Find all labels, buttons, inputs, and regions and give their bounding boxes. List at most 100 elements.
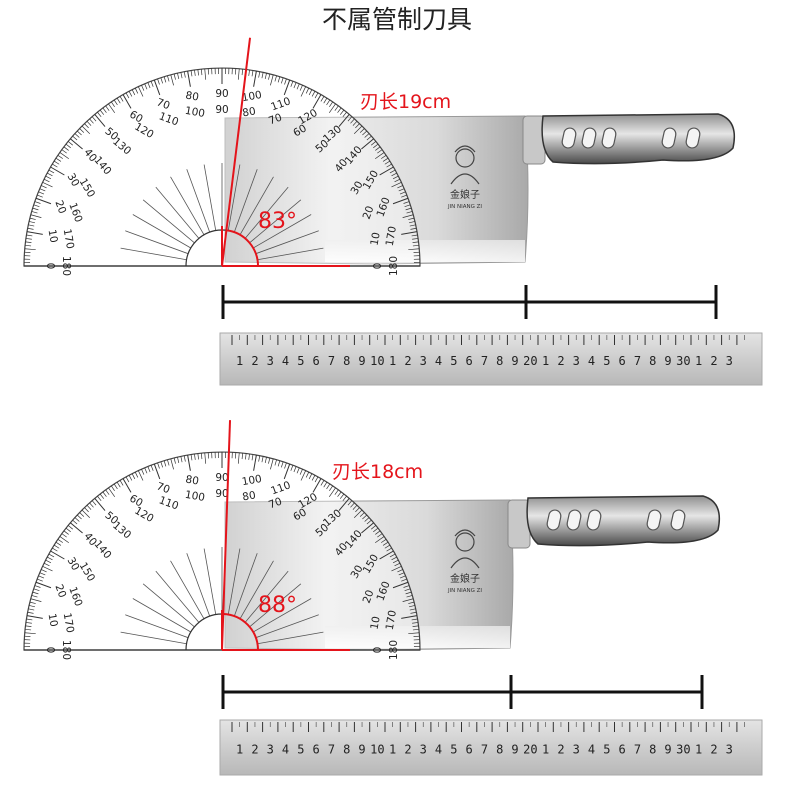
protractor-tick (84, 507, 89, 513)
protractor-tick (42, 566, 53, 572)
protractor-tick (355, 123, 360, 129)
ruler-digit: 3 (573, 743, 580, 757)
protractor-tick (79, 512, 85, 517)
protractor-inner-label: 170 (61, 612, 76, 634)
protractor-tick (264, 72, 267, 79)
protractor-tick (412, 625, 419, 627)
protractor-outer-label: 90 (215, 88, 228, 100)
protractor-tick (28, 221, 35, 224)
protractor-tick (409, 608, 416, 611)
protractor-tick (283, 79, 291, 96)
ruler-digit: 7 (328, 354, 335, 368)
protractor-ray (142, 199, 195, 244)
length-bracket (221, 285, 718, 319)
protractor-tick (377, 149, 383, 154)
protractor-ray (203, 548, 217, 615)
protractor-tick (119, 96, 124, 102)
protractor-tick (237, 68, 240, 80)
protractor-ray (252, 598, 312, 633)
ruler-digit: 3 (267, 354, 274, 368)
protractor-tick (342, 111, 347, 118)
protractor-tick (89, 502, 94, 508)
angle-arc (226, 229, 259, 267)
ruler-digit: 6 (466, 743, 473, 757)
protractor-tick (27, 611, 34, 614)
protractor-tick (412, 622, 419, 624)
protractor-tick (405, 591, 412, 595)
protractor-tick (370, 141, 377, 146)
protractor-tick (391, 182, 402, 188)
protractor-tick (350, 118, 355, 124)
protractor-tick (91, 116, 97, 122)
protractor-tick (261, 456, 264, 463)
ruler-digit: 5 (603, 743, 610, 757)
protractor-tick (53, 544, 60, 549)
protractor-outer-label: 10 (46, 229, 60, 244)
ruler-digit: 4 (588, 354, 595, 368)
protractor-tick (31, 595, 38, 598)
protractor-tick (26, 231, 43, 235)
ruler-digit: 8 (343, 354, 350, 368)
protractor-tick (392, 175, 399, 180)
protractor-tick (386, 547, 392, 552)
protractor-tick (389, 169, 396, 174)
ruler-digit: 9 (358, 354, 365, 368)
protractor-tick (57, 154, 64, 159)
protractor-tick (299, 84, 303, 91)
protractor-tick (204, 68, 207, 80)
protractor-tick (25, 628, 32, 631)
protractor-tick (323, 97, 328, 104)
protractor-tick (296, 467, 300, 474)
protractor-tick (299, 468, 303, 475)
protractor-tick (398, 572, 405, 576)
protractor-tick (404, 588, 411, 592)
ruler-digit: 10 (370, 354, 384, 368)
protractor-tick (268, 73, 271, 80)
protractor-tick (409, 605, 416, 608)
protractor-tick (405, 207, 412, 211)
protractor-inner-label: 180 (60, 256, 72, 276)
ruler-digit: 2 (710, 354, 717, 368)
handle-grip-hole (561, 127, 577, 149)
protractor-tick (113, 99, 118, 106)
protractor-tick (34, 201, 41, 204)
protractor-tick (48, 553, 55, 558)
protractor-tick (138, 470, 144, 481)
protractor-tick (43, 562, 50, 567)
protractor-outer-label: 170 (384, 225, 399, 247)
protractor-tick (311, 475, 316, 481)
protractor-tick (337, 107, 342, 113)
protractor-outer-label: 80 (185, 90, 200, 104)
brand-pinyin: JIN NIANG ZI (447, 588, 482, 594)
protractor-tick (408, 601, 415, 604)
protractor-tick (293, 466, 297, 473)
protractor-tick (180, 72, 183, 79)
protractor-tick (25, 622, 32, 624)
protractor-tick (264, 456, 267, 463)
protractor-tick (308, 89, 313, 96)
ruler-digit: 6 (313, 354, 320, 368)
protractor-tick (394, 178, 401, 183)
protractor-tick (280, 461, 284, 468)
ruler-digit: 5 (297, 354, 304, 368)
protractor-tick (411, 618, 418, 621)
protractor-ray (203, 164, 217, 231)
ruler-digit: 2 (404, 354, 411, 368)
protractor-tick (361, 522, 374, 534)
protractor-tick (131, 89, 136, 96)
protractor-tick (314, 92, 319, 99)
protractor-tick (408, 217, 415, 220)
protractor-tick (26, 234, 33, 237)
angle-label: 88° (258, 593, 297, 618)
ruler-digit: 9 (511, 354, 518, 368)
protractor-ray (244, 186, 289, 239)
protractor-ray (244, 570, 289, 623)
protractor-ray (170, 176, 205, 236)
protractor-ray (155, 570, 200, 623)
protractor-tick (412, 241, 419, 243)
